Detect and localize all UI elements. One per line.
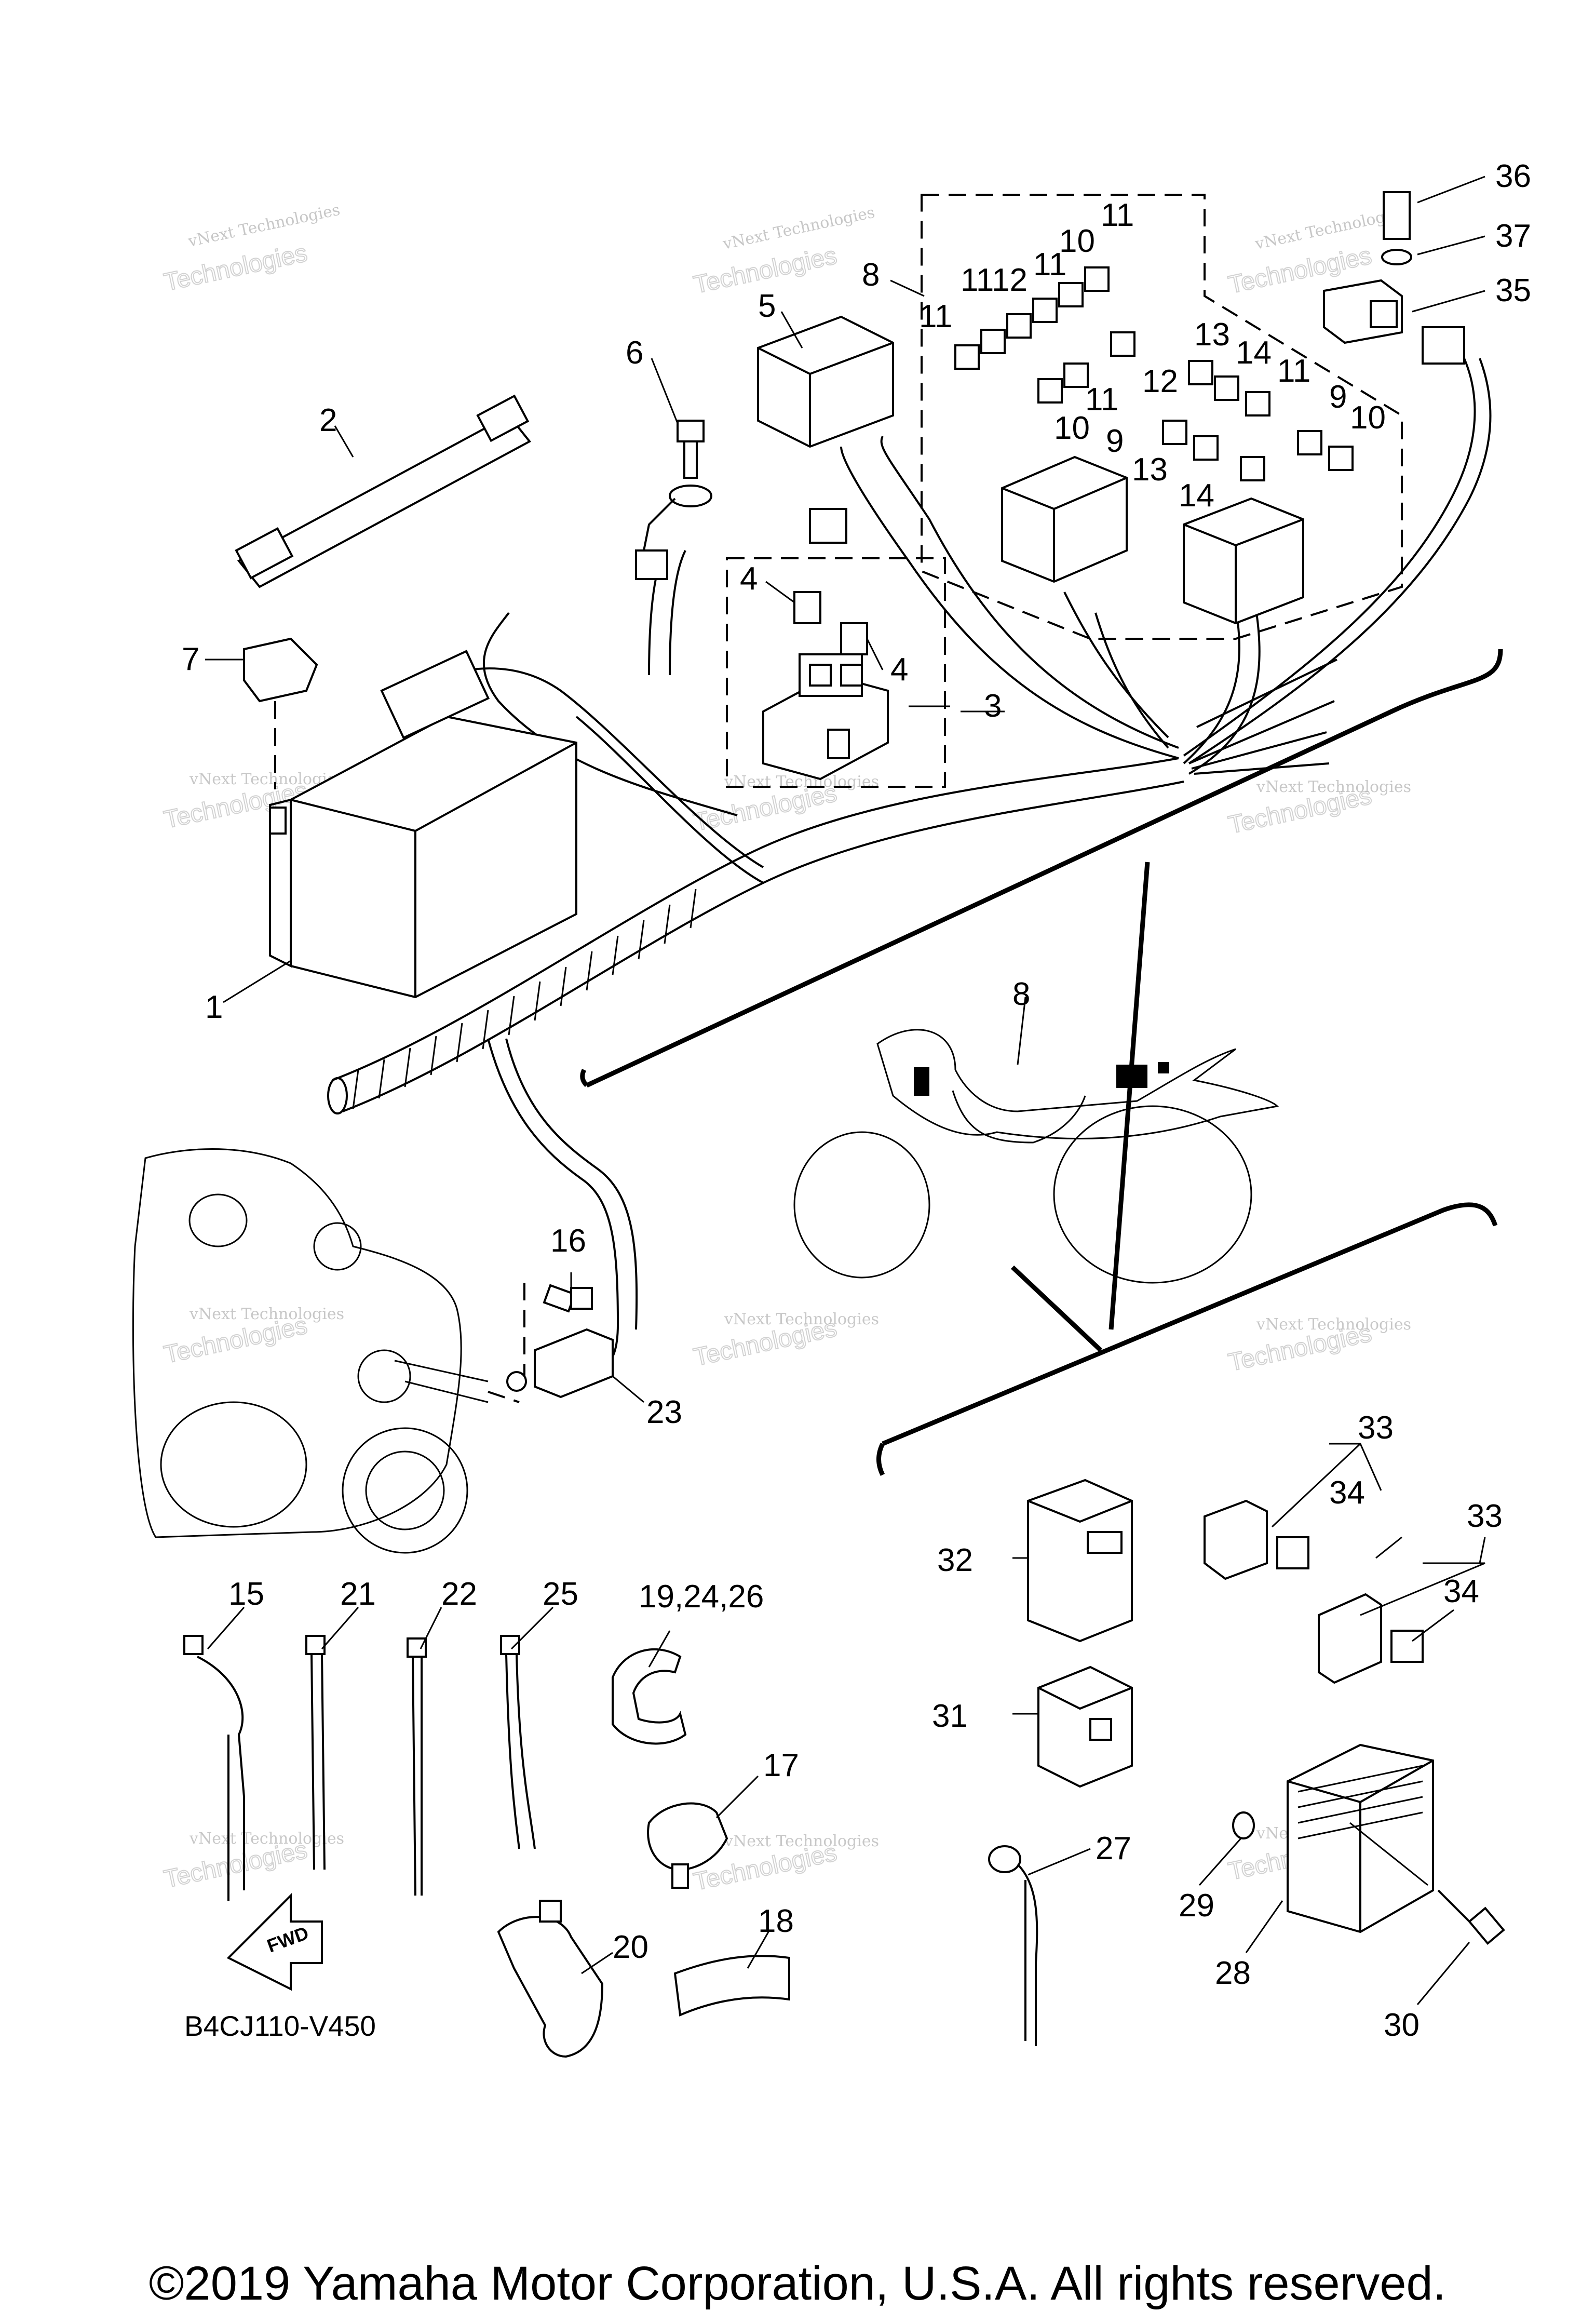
part-35-sensor xyxy=(1323,191,1465,365)
callout-33: 33 xyxy=(1467,1498,1503,1534)
part-16-bolt xyxy=(523,1283,593,1381)
watermark: vNext Technologies xyxy=(724,1310,879,1328)
callout-34: 34 xyxy=(1329,1475,1365,1511)
part-31-relay xyxy=(1037,1665,1133,1788)
callout-8: 8 xyxy=(1012,976,1030,1012)
watermark: vNext Technologies xyxy=(189,1305,344,1323)
part-3-starter-relay xyxy=(726,557,946,788)
cable-ties xyxy=(183,1635,1038,2046)
motorcycle-location-sketch xyxy=(793,1029,1279,1284)
callout-35: 35 xyxy=(1495,273,1531,308)
callout-12: 12 xyxy=(1142,364,1178,399)
callout-4: 4 xyxy=(740,561,758,597)
callout-30: 30 xyxy=(1384,2007,1420,2043)
watermarks: vNext Technologies Technologies vNext Te… xyxy=(161,201,1411,1897)
callout-4: 4 xyxy=(890,652,908,688)
copyright-notice: ©2019 Yamaha Motor Corporation, U.S.A. A… xyxy=(148,2257,1447,2310)
callout-36: 36 xyxy=(1495,158,1531,194)
callout-15: 15 xyxy=(228,1576,264,1612)
callout-16: 16 xyxy=(550,1223,586,1259)
part-1-battery xyxy=(269,650,577,999)
callout-11: 11 xyxy=(961,262,994,298)
callout-33: 33 xyxy=(1358,1410,1394,1446)
callout-32: 32 xyxy=(937,1542,973,1578)
part-4-fuses xyxy=(793,591,868,655)
part-28-regulator xyxy=(1287,1743,1434,1933)
callout-10: 10 xyxy=(1059,223,1095,259)
part-33-34-connectors xyxy=(1204,1499,1424,1684)
callout-12: 12 xyxy=(992,262,1028,298)
callout-34: 34 xyxy=(1443,1574,1479,1609)
callout-13: 13 xyxy=(1194,317,1230,353)
callout-21: 21 xyxy=(340,1576,376,1612)
watermark: vNext Technologies xyxy=(724,1832,879,1850)
callout-37: 37 xyxy=(1495,218,1531,254)
part-2-battery-strap xyxy=(235,394,532,588)
callout-22: 22 xyxy=(441,1576,477,1612)
callout-31: 31 xyxy=(932,1698,968,1734)
callout-20: 20 xyxy=(613,1929,648,1965)
callout-14: 14 xyxy=(1236,335,1272,371)
callout-25: 25 xyxy=(543,1576,578,1612)
callout-13: 13 xyxy=(1132,452,1168,488)
watermark: Technologies xyxy=(161,239,309,297)
callout-2: 2 xyxy=(319,402,337,438)
blade-fuses xyxy=(954,266,1354,481)
callout-11: 11 xyxy=(1101,197,1134,233)
callout-9: 9 xyxy=(1329,379,1347,415)
leader-lines xyxy=(205,176,1486,2005)
callout-3: 3 xyxy=(984,688,1002,724)
part-5-relay xyxy=(757,315,894,544)
callout-23: 23 xyxy=(646,1394,682,1430)
part-23-sensor xyxy=(506,1328,614,1399)
part-30-bolt xyxy=(1437,1889,1505,1945)
watermark: vNext Technologies xyxy=(721,204,876,253)
part-6-bolt xyxy=(635,420,712,580)
fwd-arrow: FWD xyxy=(226,1893,323,1991)
watermark: vNext Technologies xyxy=(186,201,342,251)
part-32-ecu xyxy=(1027,1479,1133,1643)
part-8-fuse-box xyxy=(921,194,1403,640)
callout-17: 17 xyxy=(763,1748,799,1783)
callout-9: 9 xyxy=(1106,423,1124,459)
callout-labels: 1 2 3 4 4 5 6 7 8 8 9 9 10 10 10 11 11 1… xyxy=(182,158,1531,2043)
part-7-terminal-cover xyxy=(243,637,318,789)
callout-7: 7 xyxy=(182,641,199,677)
watermark: vNext Technologies xyxy=(724,773,879,791)
part-29-nut xyxy=(1232,1811,1255,1839)
callout-27: 27 xyxy=(1096,1831,1131,1866)
callout-5: 5 xyxy=(758,288,776,324)
callout-11: 11 xyxy=(1033,247,1066,283)
callout-14: 14 xyxy=(1179,478,1214,514)
callout-11: 11 xyxy=(1085,382,1118,418)
callout-8: 8 xyxy=(862,257,880,293)
diagram-code: B4CJ110-V450 xyxy=(184,2010,376,2042)
callout-28: 28 xyxy=(1215,1955,1251,1991)
wire-harness xyxy=(327,358,1503,1476)
callout-1: 1 xyxy=(205,989,223,1025)
callout-19-24-26: 19,24,26 xyxy=(639,1579,764,1615)
callout-11: 11 xyxy=(1277,353,1310,389)
clamps xyxy=(497,1648,790,2058)
watermark: vNext Technologies xyxy=(189,1830,344,1848)
watermark: vNext Technologies xyxy=(1256,1315,1411,1334)
engine-illustration xyxy=(132,1148,520,1554)
callout-10: 10 xyxy=(1054,410,1090,446)
callout-29: 29 xyxy=(1179,1888,1214,1924)
callout-18: 18 xyxy=(758,1903,794,1939)
callout-11: 11 xyxy=(919,299,952,334)
watermark: vNext Technologies xyxy=(1256,778,1411,796)
callout-6: 6 xyxy=(626,335,643,371)
callout-10: 10 xyxy=(1350,400,1386,436)
